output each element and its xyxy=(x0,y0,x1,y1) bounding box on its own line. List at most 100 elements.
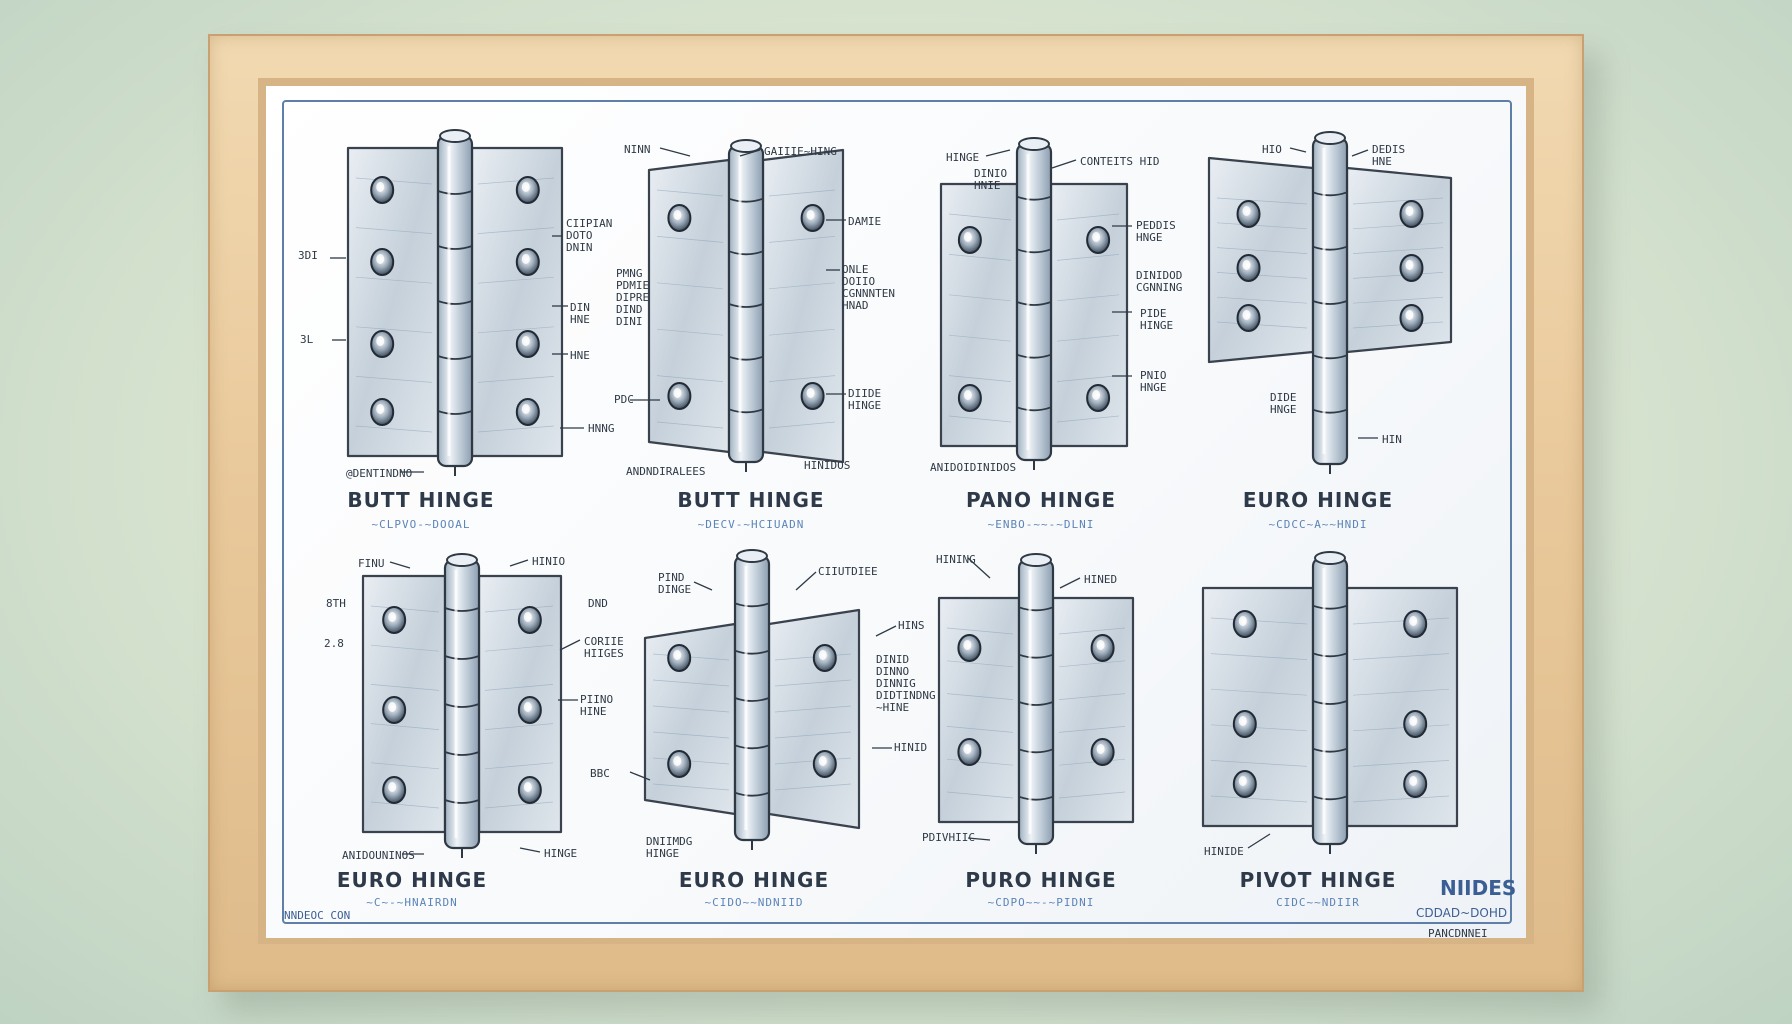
hinge-subtitle-3: ~ENBO-~~-~DLNI xyxy=(987,518,1095,531)
leader-line xyxy=(875,625,897,637)
right-leaf xyxy=(1345,166,1453,354)
hinge-title-6: EURO HINGE xyxy=(678,868,830,892)
hinge-knuckle xyxy=(1017,558,1055,846)
note-h1-e: HNE xyxy=(570,349,590,362)
hinge-knuckle xyxy=(443,558,481,850)
note-h6-f: BBC xyxy=(590,767,610,780)
note-h5-d: 2.8 xyxy=(324,637,344,650)
leader-line xyxy=(509,559,529,567)
hinge-title-5: EURO HINGE xyxy=(336,868,488,892)
note-h5-a: FINU xyxy=(358,557,385,570)
note-h2-a: NINN xyxy=(624,143,651,156)
hinge-subtitle-7: ~CDPO~~-~PIDNI xyxy=(987,896,1095,909)
left-leaf xyxy=(1201,586,1315,828)
hinge-drawing-3 xyxy=(939,137,1129,470)
note-h3-g: PNIO HNGE xyxy=(1140,369,1167,394)
right-leaf xyxy=(761,148,845,464)
note-h2-h: ANDNDIRALEES xyxy=(626,465,706,478)
hinge-title-8: PIVOT HINGE xyxy=(1239,868,1397,892)
leader-line xyxy=(559,639,581,651)
note-h6-a: PIND DINGE xyxy=(658,571,692,596)
note-h7-b: HINED xyxy=(1084,573,1118,586)
hinge-drawing-4 xyxy=(1207,131,1453,474)
hinge-knuckle xyxy=(1311,136,1349,466)
note-h2-g: DIIDE HINGE xyxy=(848,387,882,412)
hinge-knuckle xyxy=(733,554,771,842)
hinge-drawing-2 xyxy=(647,139,845,472)
hinge-title-7: PURO HINGE xyxy=(965,868,1117,892)
hinge-drawing-1 xyxy=(346,129,564,476)
note-h1-c: CIIPIAN DOTO DNIN xyxy=(566,217,613,254)
note-h1-g: @DENTINDNO xyxy=(346,467,413,480)
note-h3-f: PIDE HINGE xyxy=(1140,307,1174,332)
hinge-title-3: PANO HINGE xyxy=(966,488,1116,512)
note-h2-f: PDC xyxy=(614,393,634,406)
pin-cap xyxy=(1020,553,1052,567)
note-h4-c: DIDE HNGE xyxy=(1270,391,1297,416)
footer-right-title: NIIDES xyxy=(1440,876,1517,900)
note-h3-h: ANIDOIDINIDOS xyxy=(930,461,1017,474)
right-leaf xyxy=(1345,586,1459,828)
leader-line xyxy=(739,149,761,157)
pin-cap xyxy=(1018,137,1050,151)
leader-line xyxy=(967,837,991,841)
hinge-title-4: EURO HINGE xyxy=(1242,488,1394,512)
hinge-subtitle-4: ~CDCC~A~~HNDI xyxy=(1268,518,1368,531)
poster-border xyxy=(282,100,1512,924)
hinge-knuckle xyxy=(727,144,765,464)
note-h3-e: DINIDOD CGNNING xyxy=(1136,269,1183,294)
left-leaf xyxy=(1207,156,1315,364)
leader-line xyxy=(693,581,713,591)
note-h6-b: CIIUTDIEE xyxy=(818,565,878,578)
note-h2-i: HINIDOS xyxy=(804,459,851,472)
leader-line xyxy=(1051,159,1077,169)
right-leaf xyxy=(1051,596,1135,824)
note-h3-c: CONTEITS HID xyxy=(1080,155,1160,168)
leader-line xyxy=(1059,577,1081,589)
leader-line xyxy=(1351,149,1369,157)
footer-left-label: NNDEOC CON xyxy=(284,909,351,922)
note-h6-c: HINS xyxy=(898,619,925,632)
footer-bottom-right-label: PANCDNNEI xyxy=(1428,927,1488,940)
note-h4-d: HIN xyxy=(1382,433,1402,446)
note-h7-c: PDIVHIIC xyxy=(922,831,975,844)
note-h4-b: DEDIS HNE xyxy=(1372,143,1406,168)
hinge-knuckle xyxy=(1311,556,1349,846)
note-h2-d: PMNG PDMIE DIPRE DIND DINI xyxy=(616,267,650,328)
hinge-subtitle-1: ~CLPVO-~DOOAL xyxy=(371,518,471,531)
note-h5-i: HINGE xyxy=(544,847,578,860)
note-h2-e: ONLE DOIIO CGNNNTEN HNAD xyxy=(842,263,895,312)
pin-cap xyxy=(736,549,768,563)
leader-line xyxy=(659,147,691,157)
pin-cap xyxy=(446,553,478,567)
footer-right-subtitle: CDDAD~DOHD xyxy=(1416,906,1508,920)
leader-line xyxy=(795,571,817,591)
leader-line xyxy=(519,847,541,853)
left-leaf xyxy=(647,158,731,454)
note-h1-d: DIN HNE xyxy=(570,301,590,326)
hinge-drawing-5 xyxy=(361,553,563,858)
hinge-drawing-7 xyxy=(937,553,1135,854)
leader-line xyxy=(1247,833,1271,849)
hinge-subtitle-2: ~DECV-~HCIUADN xyxy=(697,518,805,531)
pin-cap xyxy=(730,139,762,153)
note-h2-b: GAIIIE~HING xyxy=(764,145,837,158)
pin-cap xyxy=(439,129,471,143)
note-h5-c: 8TH xyxy=(326,597,346,610)
note-h6-e: HINID xyxy=(894,741,928,754)
note-h4-a: HIO xyxy=(1262,143,1282,156)
hinge-knuckle xyxy=(1015,142,1053,462)
note-h1-a: 3DI xyxy=(298,249,318,262)
leader-line xyxy=(629,771,651,781)
hinge-title-1: BUTT HINGE xyxy=(347,488,495,512)
note-h5-f: PIINO HINE xyxy=(580,693,614,718)
hinge-drawing-6 xyxy=(643,549,861,850)
hinge-subtitle-5: ~C~-~HNAIRDN xyxy=(366,896,458,909)
leader-line xyxy=(985,149,1011,157)
note-h3-d: PEDDIS HNGE xyxy=(1136,219,1176,244)
note-h7-a: HINING xyxy=(936,553,976,566)
note-h5-g: DND xyxy=(588,597,608,610)
note-h5-b: HINIO xyxy=(532,555,566,568)
note-h3-a: HINGE xyxy=(946,151,980,164)
hinge-title-2: BUTT HINGE xyxy=(677,488,825,512)
